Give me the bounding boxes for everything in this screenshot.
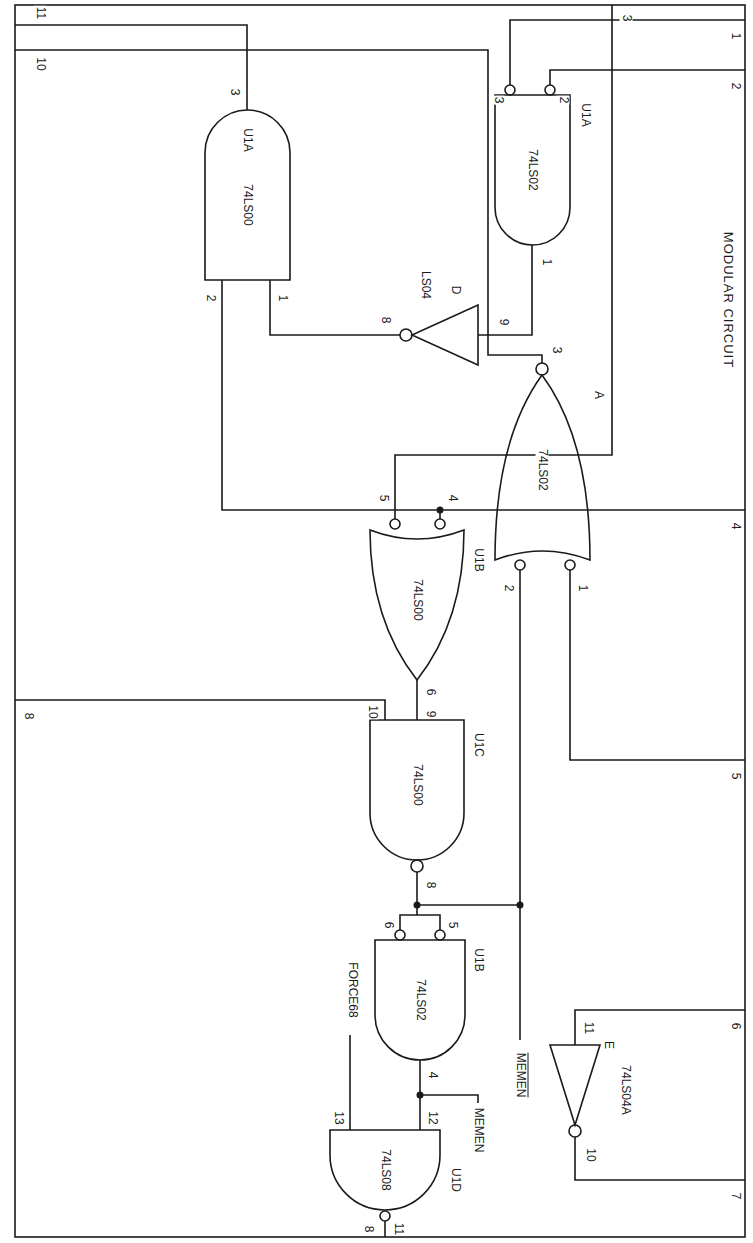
signal-label: 1 <box>276 294 289 303</box>
signal-label: 10 <box>584 1147 597 1162</box>
signal-label: 3 <box>492 96 505 105</box>
signal-label: 8 <box>362 1225 375 1234</box>
signal-label: 8 <box>379 316 392 325</box>
signal-label: U1B <box>472 947 485 972</box>
signal-label: 74LS08 <box>379 1148 392 1191</box>
signal-label: 1 <box>540 258 553 267</box>
and-gate <box>330 1130 440 1210</box>
signal-label: 5 <box>729 772 742 781</box>
signal-label: 3 <box>550 346 563 355</box>
signal-label: 74LS00 <box>411 763 424 806</box>
signal-label: 74LS00 <box>241 183 254 226</box>
signal-label: 74LS02 <box>536 448 549 491</box>
signal-label: E <box>602 1040 615 1050</box>
nand-gate <box>205 110 290 280</box>
nand-gate <box>370 530 464 680</box>
signal-label: 74LS04A <box>619 1064 632 1115</box>
signal-label: 3 <box>620 14 633 23</box>
signal-label: 10 <box>366 704 379 719</box>
signal-label: U1A <box>579 102 592 127</box>
signal-label: 1 <box>576 584 589 593</box>
signal-label: 4 <box>729 522 742 531</box>
inverter-symbol <box>412 305 478 365</box>
signal-label: FORCE68 <box>346 961 359 1018</box>
signal-label: 6 <box>382 921 395 930</box>
signal-label: 10 <box>34 56 47 71</box>
signal-label: A <box>592 390 605 400</box>
signal-label: 74LS02 <box>526 148 539 191</box>
signal-label: 2 <box>204 294 217 303</box>
nor-gate <box>495 375 590 560</box>
nor-gate <box>375 940 465 1060</box>
nor-gate <box>495 95 570 245</box>
signal-label: 11 <box>34 6 47 20</box>
junction-dots <box>414 507 524 1099</box>
nand-gate <box>370 720 464 860</box>
signal-label: U1B <box>472 547 485 572</box>
signal-label: 74LS02 <box>414 978 427 1021</box>
signal-label: 7 <box>729 1192 742 1201</box>
signal-label: 13 <box>332 1110 345 1125</box>
signal-label: 8 <box>424 881 437 890</box>
signal-label: 11 <box>582 1021 595 1035</box>
signal-label: 4 <box>446 494 459 503</box>
signal-label: 9 <box>497 318 510 327</box>
signal-label: 1 <box>729 32 742 41</box>
signal-label: 12 <box>426 1110 439 1125</box>
signal-label: LS04 <box>419 270 432 300</box>
signal-label: 74LS00 <box>411 578 424 621</box>
signal-label: U1C <box>472 732 485 758</box>
signal-label: 4 <box>426 1071 439 1080</box>
schematic-title: MODULAR CIRCUIT <box>722 231 735 369</box>
signal-label: 3 <box>228 88 241 97</box>
signal-label: 5 <box>377 494 390 503</box>
signal-label: 2 <box>557 96 570 105</box>
signal-label: U1A <box>241 127 254 152</box>
signal-label: 6 <box>729 1022 742 1031</box>
signal-label: 9 <box>424 710 437 719</box>
logic-gates <box>205 85 600 1221</box>
signal-label: 2 <box>502 584 515 593</box>
signal-label: U1D <box>449 1167 462 1193</box>
frame <box>15 5 745 1237</box>
signal-label: MEMEN <box>472 1107 485 1154</box>
signal-label: MEMEN <box>514 1052 527 1099</box>
signal-label: 6 <box>424 688 437 697</box>
signal-label: 11 <box>392 1222 405 1236</box>
signal-label: D <box>449 285 462 296</box>
inverter-symbol <box>550 1045 600 1125</box>
signal-label: 2 <box>729 82 742 91</box>
wires <box>15 5 745 1237</box>
signal-label: 8 <box>22 712 35 721</box>
signal-label: 5 <box>446 921 459 930</box>
